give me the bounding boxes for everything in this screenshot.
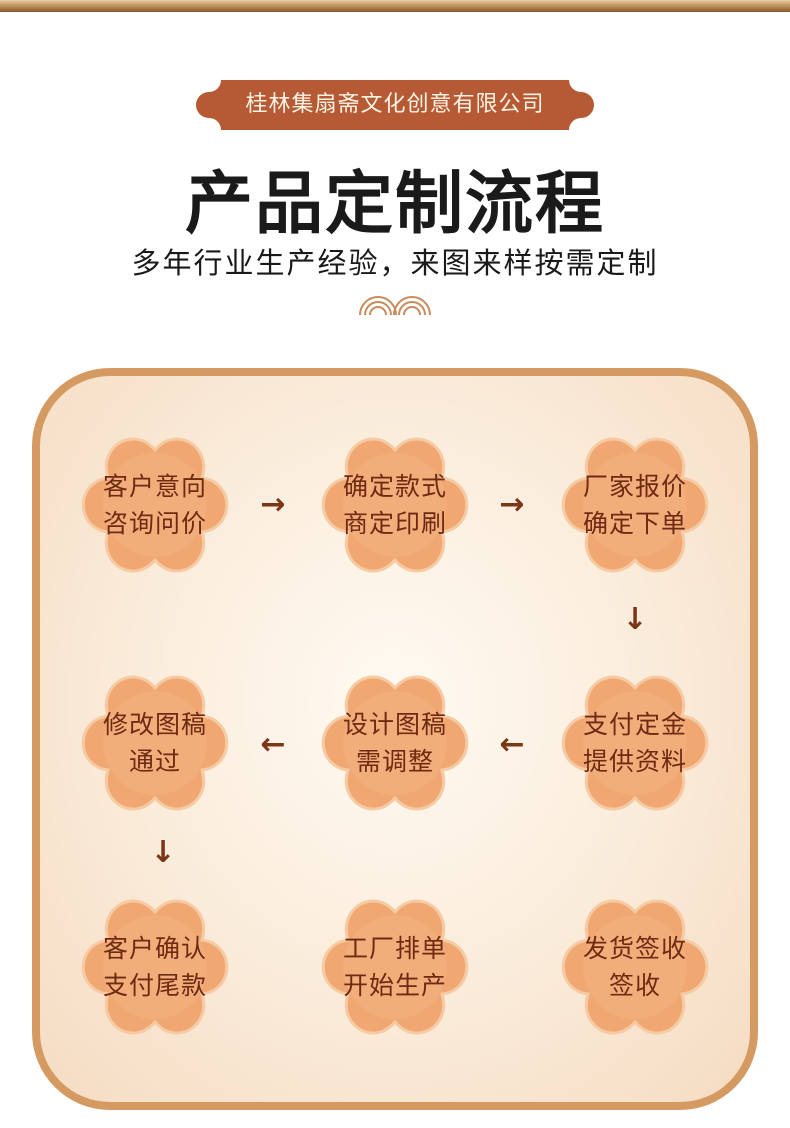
step-2-confirm-style: 确定款式 商定印刷 bbox=[320, 430, 470, 580]
arrow-down-icon: ↓ bbox=[622, 602, 648, 637]
step-1-customer-inquiry: 客户意向 咨询问价 bbox=[80, 430, 230, 580]
step-line1: 确定款式 bbox=[342, 472, 447, 501]
flower-badge-icon bbox=[321, 675, 469, 811]
flower-badge-icon bbox=[561, 675, 709, 811]
page-title: 产品定制流程 bbox=[184, 164, 605, 244]
step-line2: 商定印刷 bbox=[342, 509, 447, 538]
arrow-left-icon: ← bbox=[499, 727, 525, 762]
flower-badge-icon bbox=[81, 675, 229, 811]
step-line1: 厂家报价 bbox=[582, 472, 687, 501]
flower-badge-icon bbox=[81, 437, 229, 573]
step-line2: 开始生产 bbox=[342, 971, 447, 1000]
arrow-left-icon: ← bbox=[260, 727, 286, 762]
flower-badge-icon bbox=[321, 899, 469, 1035]
arrow-right-icon: → bbox=[499, 487, 525, 522]
step-line1: 客户意向 bbox=[102, 472, 207, 501]
step-line2: 通过 bbox=[128, 747, 181, 776]
step-9-delivery: 发货签收 签收 bbox=[560, 892, 710, 1042]
page-subtitle: 多年行业生产经验，来图来样按需定制 bbox=[131, 246, 659, 280]
step-line2: 签收 bbox=[608, 971, 661, 1000]
flower-badge-icon bbox=[321, 437, 469, 573]
flower-badge-icon bbox=[81, 899, 229, 1035]
arrow-down-icon: ↓ bbox=[150, 835, 176, 870]
step-line1: 工厂排单 bbox=[342, 934, 447, 963]
concentric-arches-icon bbox=[359, 296, 431, 316]
step-6-revise-draft: 修改图稿 通过 bbox=[80, 668, 230, 818]
step-line2: 提供资料 bbox=[582, 747, 687, 776]
step-4-pay-deposit: 支付定金 提供资料 bbox=[560, 668, 710, 818]
top-border bbox=[0, 0, 790, 12]
step-5-design-draft: 设计图稿 需调整 bbox=[320, 668, 470, 818]
step-line2: 支付尾款 bbox=[102, 971, 207, 1000]
company-badge: 桂林集扇斋文化创意有限公司 bbox=[196, 80, 594, 130]
step-line1: 修改图稿 bbox=[102, 710, 207, 739]
step-8-production: 工厂排单 开始生产 bbox=[320, 892, 470, 1042]
arrow-right-icon: → bbox=[260, 487, 286, 522]
step-line2: 需调整 bbox=[355, 747, 434, 776]
step-line2: 咨询问价 bbox=[102, 509, 207, 538]
step-line1: 客户确认 bbox=[102, 934, 207, 963]
flower-badge-icon bbox=[561, 437, 709, 573]
step-line1: 设计图稿 bbox=[342, 710, 447, 739]
company-name: 桂林集扇斋文化创意有限公司 bbox=[245, 92, 545, 117]
flower-badge-icon bbox=[561, 899, 709, 1035]
step-line1: 发货签收 bbox=[582, 934, 687, 963]
step-3-factory-quote: 厂家报价 确定下单 bbox=[560, 430, 710, 580]
step-7-customer-confirm: 客户确认 支付尾款 bbox=[80, 892, 230, 1042]
step-line1: 支付定金 bbox=[582, 710, 687, 739]
step-line2: 确定下单 bbox=[582, 509, 687, 538]
